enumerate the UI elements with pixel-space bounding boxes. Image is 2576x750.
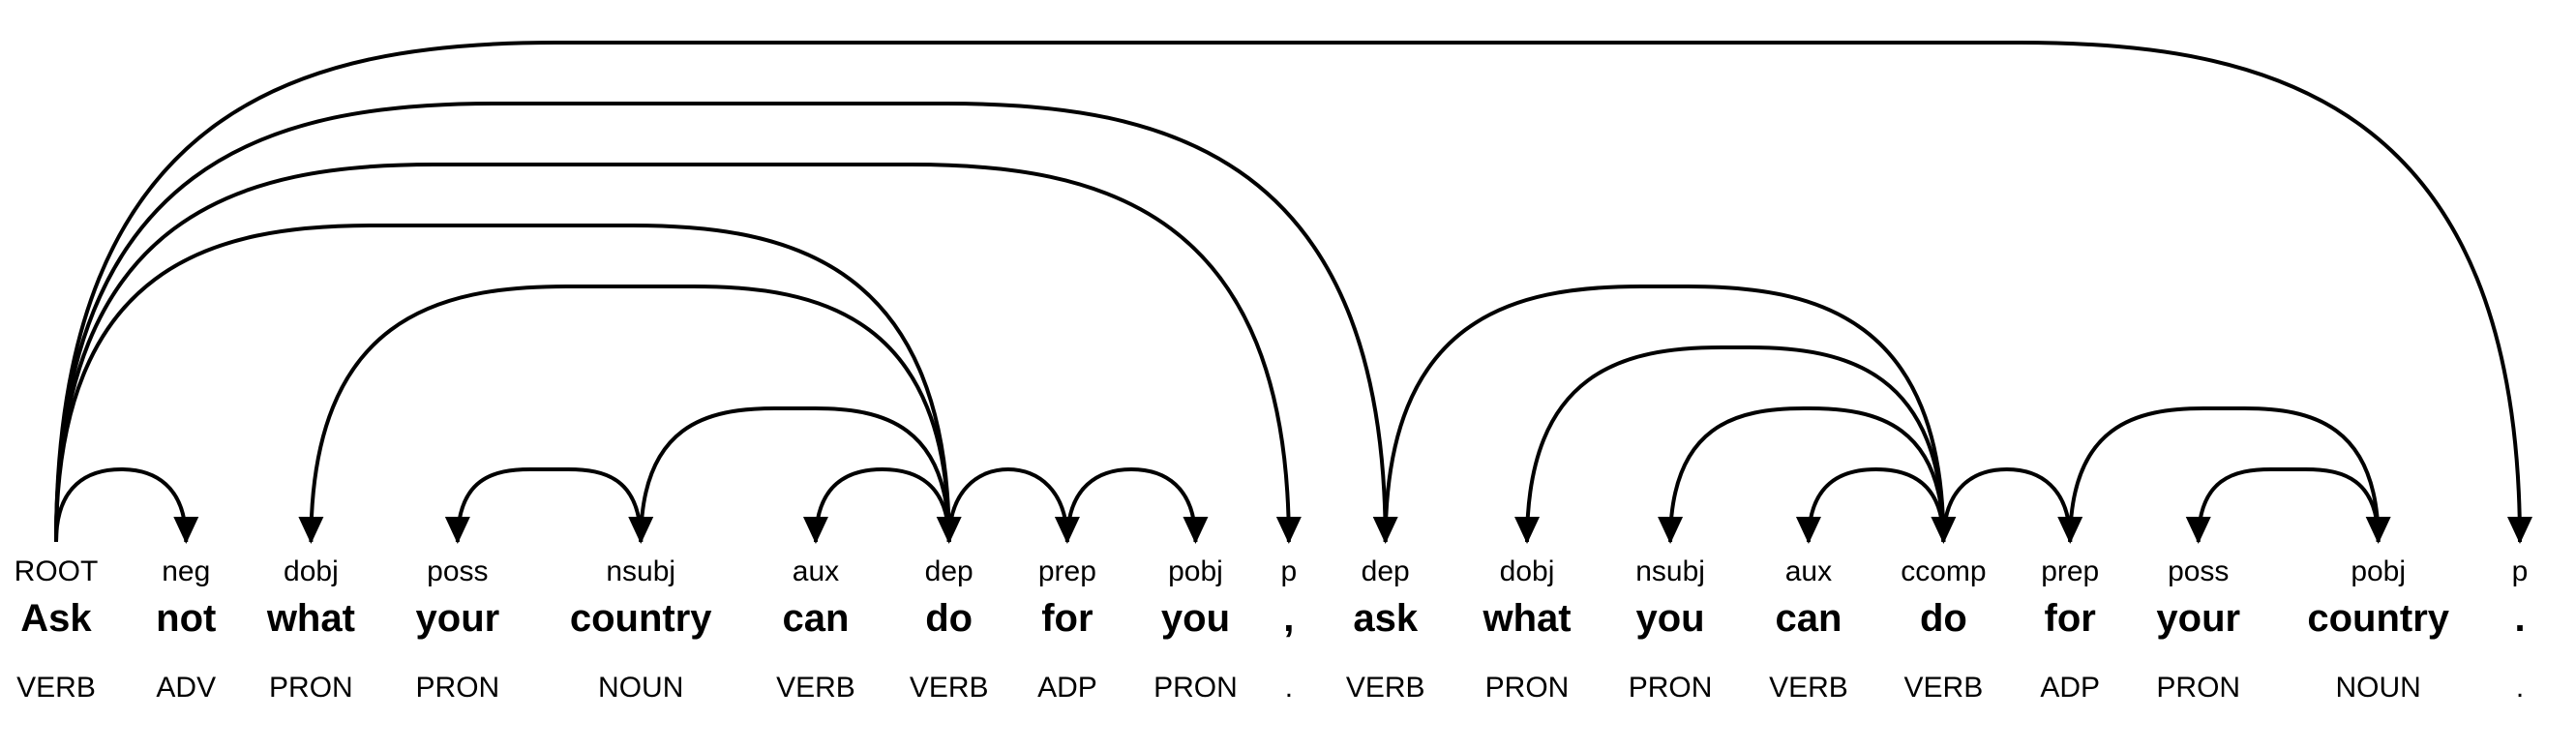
dep-label-6: dep bbox=[925, 555, 973, 587]
token-pos-8: PRON bbox=[1153, 672, 1238, 704]
arrowheads-layer bbox=[173, 517, 2532, 544]
dep-arc-neg bbox=[54, 466, 189, 543]
dep-label-13: aux bbox=[1785, 555, 1832, 587]
token-pos-13: VERB bbox=[1769, 672, 1848, 704]
dep-arc-p bbox=[54, 163, 1291, 543]
token-word-0[interactable]: Ask bbox=[20, 597, 92, 640]
dep-label-0: ROOT bbox=[15, 555, 99, 587]
dep-arrowhead-aux bbox=[802, 517, 828, 544]
dep-label-10: dep bbox=[1362, 555, 1410, 587]
token-pos-5: VERB bbox=[776, 672, 855, 704]
dep-arrowhead-p bbox=[1275, 517, 1302, 544]
token-word-2[interactable]: what bbox=[266, 597, 355, 640]
dep-arc-aux bbox=[813, 466, 951, 543]
token-pos-7: ADP bbox=[1037, 672, 1097, 704]
dep-label-16: poss bbox=[2168, 555, 2229, 587]
dep-label-2: dobj bbox=[284, 555, 339, 587]
token-word-3[interactable]: your bbox=[416, 597, 500, 640]
dep-arrowhead-nsubj bbox=[1658, 517, 1684, 544]
dep-arc-prep bbox=[946, 466, 1069, 543]
token-pos-14: VERB bbox=[1904, 672, 1984, 704]
dep-arrowhead-nsubj bbox=[628, 517, 654, 544]
dep-arc-pobj bbox=[1064, 466, 1198, 543]
dep-label-11: dobj bbox=[1500, 555, 1555, 587]
dep-arrowhead-neg bbox=[173, 517, 199, 544]
dep-arc-nsubj bbox=[1668, 406, 1946, 543]
token-pos-15: ADP bbox=[2040, 672, 2100, 704]
dep-arc-prep bbox=[1941, 466, 2073, 543]
dep-arrowhead-dobj bbox=[1514, 517, 1541, 544]
token-word-12[interactable]: you bbox=[1636, 597, 1705, 640]
dep-arrowhead-prep bbox=[2057, 517, 2083, 544]
dep-label-8: pobj bbox=[1168, 555, 1223, 587]
dep-arrowhead-dobj bbox=[298, 517, 324, 544]
token-pos-6: VERB bbox=[910, 672, 989, 704]
token-pos-10: VERB bbox=[1346, 672, 1425, 704]
token-pos-17: NOUN bbox=[2336, 672, 2421, 704]
token-word-4[interactable]: country bbox=[570, 597, 712, 640]
dep-label-9: p bbox=[1281, 555, 1298, 587]
token-pos-0: VERB bbox=[16, 672, 96, 704]
dep-arc-pobj bbox=[2068, 406, 2381, 543]
dep-label-18: p bbox=[2512, 555, 2529, 587]
token-pos-3: PRON bbox=[416, 672, 500, 704]
dep-arrowhead-poss bbox=[444, 517, 470, 544]
dep-arc-dobj bbox=[309, 285, 951, 543]
token-word-18[interactable]: . bbox=[2514, 597, 2525, 640]
token-pos-2: PRON bbox=[269, 672, 353, 704]
token-pos-4: NOUN bbox=[598, 672, 683, 704]
dep-arc-dep bbox=[54, 224, 951, 543]
dep-arc-poss bbox=[455, 467, 644, 543]
dep-arrowhead-p bbox=[2507, 517, 2532, 544]
token-pos-18: . bbox=[2516, 672, 2524, 704]
token-word-9[interactable]: , bbox=[1283, 597, 1294, 640]
token-word-13[interactable]: can bbox=[1775, 597, 1842, 640]
dep-arrowhead-dep bbox=[936, 517, 962, 544]
dep-arc-ccomp bbox=[1383, 285, 1946, 543]
arcs-layer bbox=[54, 41, 2522, 543]
dep-arc-dep bbox=[54, 102, 1388, 543]
token-word-11[interactable]: what bbox=[1482, 597, 1571, 640]
dep-label-14: ccomp bbox=[1901, 555, 1986, 587]
token-word-17[interactable]: country bbox=[2307, 597, 2449, 640]
dep-arrowhead-prep bbox=[1054, 517, 1080, 544]
dep-arrowhead-pobj bbox=[2365, 517, 2391, 544]
token-word-8[interactable]: you bbox=[1161, 597, 1230, 640]
dep-label-3: poss bbox=[427, 555, 488, 587]
token-pos-11: PRON bbox=[1485, 672, 1570, 704]
token-word-7[interactable]: for bbox=[1041, 597, 1093, 640]
token-pos-16: PRON bbox=[2156, 672, 2240, 704]
dep-arc-aux bbox=[1806, 466, 1946, 543]
dep-label-17: pobj bbox=[2351, 555, 2406, 587]
token-pos-9: . bbox=[1285, 672, 1293, 704]
dep-arc-nsubj bbox=[639, 406, 951, 543]
dep-arrowhead-aux bbox=[1795, 517, 1821, 544]
dep-label-4: nsubj bbox=[606, 555, 675, 587]
dep-arrowhead-dep bbox=[1372, 517, 1398, 544]
dep-arc-dobj bbox=[1525, 345, 1946, 543]
dep-arc-poss bbox=[2196, 467, 2381, 543]
token-pos-1: ADV bbox=[156, 672, 216, 704]
token-pos-12: PRON bbox=[1629, 672, 1713, 704]
dep-label-12: nsubj bbox=[1635, 555, 1705, 587]
token-word-1[interactable]: not bbox=[156, 597, 216, 640]
token-word-6[interactable]: do bbox=[925, 597, 973, 640]
dep-label-1: neg bbox=[162, 555, 210, 587]
token-word-14[interactable]: do bbox=[1920, 597, 1967, 640]
token-word-15[interactable]: for bbox=[2045, 597, 2096, 640]
dep-arrowhead-ccomp bbox=[1931, 517, 1957, 544]
dep-arc-p bbox=[54, 41, 2522, 543]
token-word-16[interactable]: your bbox=[2156, 597, 2240, 640]
token-word-10[interactable]: ask bbox=[1353, 597, 1418, 640]
token-word-5[interactable]: can bbox=[783, 597, 850, 640]
dep-label-5: aux bbox=[793, 555, 839, 587]
dep-arrowhead-pobj bbox=[1183, 517, 1209, 544]
dep-label-7: prep bbox=[1038, 555, 1096, 587]
dep-arrowhead-poss bbox=[2185, 517, 2211, 544]
dep-label-15: prep bbox=[2041, 555, 2099, 587]
